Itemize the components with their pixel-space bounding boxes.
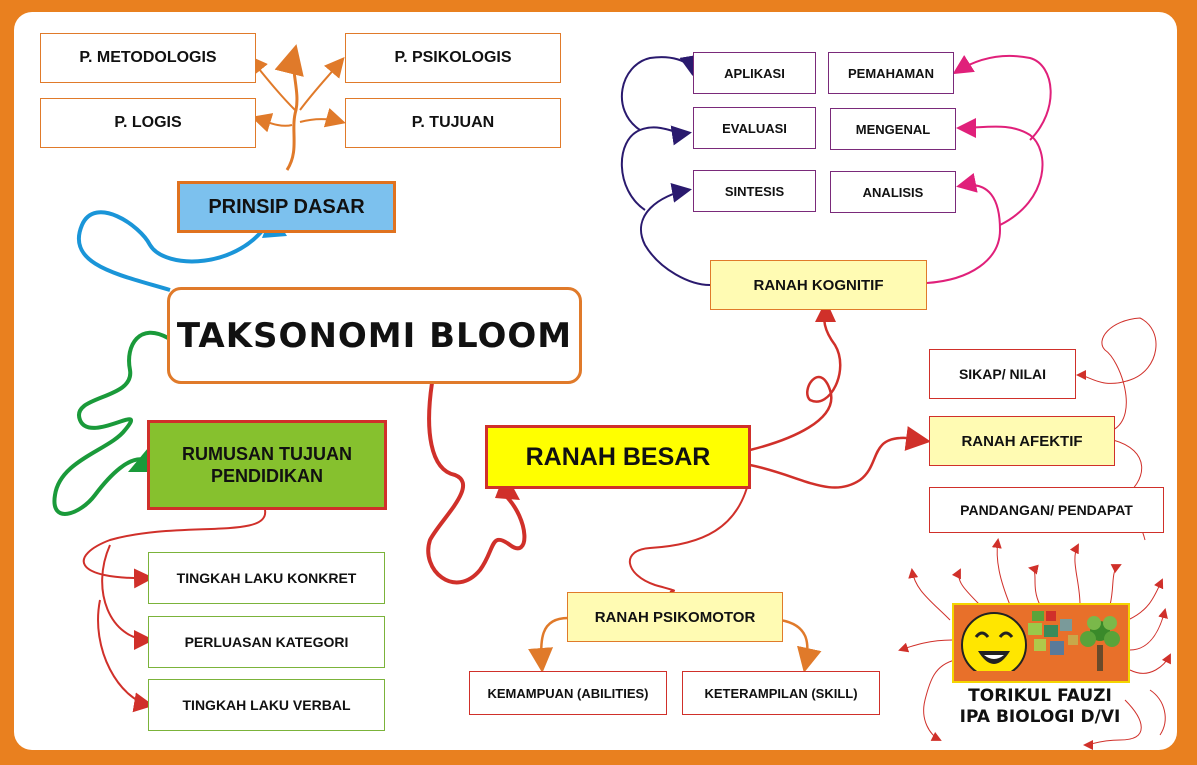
- author-credit: TORIKUL FAUZI IPA BIOLOGI D/VI: [930, 686, 1150, 728]
- kognitif-item-aplikasi: APLIKASI: [693, 52, 816, 94]
- rumusan-label-line1: RUMUSAN TUJUAN: [182, 444, 352, 464]
- psikomotor-connectors: [528, 616, 822, 673]
- prinsip-item-metodologis: P. METODOLOGIS: [40, 33, 256, 83]
- afektif-item-pandangan: PANDANGAN/ PENDAPAT: [929, 487, 1164, 533]
- central-title-node: TAKSONOMI BLOOM: [167, 287, 582, 384]
- afektif-item-sikap: SIKAP/ NILAI: [929, 349, 1076, 399]
- kognitif-item-pemahaman: PEMAHAMAN: [828, 52, 954, 94]
- rumusan-tujuan-node: RUMUSAN TUJUAN PENDIDIKAN: [147, 420, 387, 510]
- kognitif-right-connectors: [926, 54, 1052, 284]
- prinsip-item-tujuan: P. TUJUAN: [345, 98, 561, 148]
- ranah-besar-node: RANAH BESAR: [485, 425, 751, 489]
- rumusan-item-konkret: TINGKAH LAKU KONKRET: [148, 552, 385, 604]
- author-class: IPA BIOLOGI D/VI: [959, 707, 1121, 727]
- ranah-afektif-node: RANAH AFEKTIF: [929, 416, 1115, 466]
- rumusan-item-perluasan: PERLUASAN KATEGORI: [148, 616, 385, 668]
- kognitif-item-sintesis: SINTESIS: [693, 170, 816, 212]
- smiley-tree-illustration: [954, 605, 1128, 681]
- ranah-psikomotor-node: RANAH PSIKOMOTOR: [567, 592, 783, 642]
- rumusan-connectors: [82, 509, 267, 713]
- rumusan-label-line2: PENDIDIKAN: [210, 466, 323, 486]
- author-name: TORIKUL FAUZI: [968, 686, 1112, 706]
- link-rumusan: [52, 330, 169, 516]
- psikomotor-item-keterampilan: KETERAMPILAN (SKILL): [682, 671, 880, 715]
- kognitif-item-analisis: ANALISIS: [830, 171, 956, 213]
- prinsip-connectors: [247, 44, 346, 171]
- kognitif-item-mengenal: MENGENAL: [830, 108, 956, 150]
- kognitif-item-evaluasi: EVALUASI: [693, 107, 816, 149]
- psikomotor-item-kemampuan: KEMAMPUAN (ABILITIES): [469, 671, 667, 715]
- prinsip-item-logis: P. LOGIS: [40, 98, 256, 148]
- link-psikomotor: [629, 474, 751, 593]
- link-kognitif: [749, 304, 842, 452]
- rumusan-item-verbal: TINGKAH LAKU VERBAL: [148, 679, 385, 731]
- author-decoration: [898, 538, 1171, 750]
- link-prinsip: [76, 210, 272, 292]
- prinsip-dasar-node: PRINSIP DASAR: [177, 181, 396, 233]
- link-afektif: [749, 426, 931, 489]
- kognitif-left-connectors: [620, 54, 711, 286]
- ranah-kognitif-node: RANAH KOGNITIF: [710, 260, 927, 310]
- link-ranah-besar: [426, 382, 527, 585]
- prinsip-item-psikologis: P. PSIKOLOGIS: [345, 33, 561, 83]
- author-illustration: [952, 603, 1130, 683]
